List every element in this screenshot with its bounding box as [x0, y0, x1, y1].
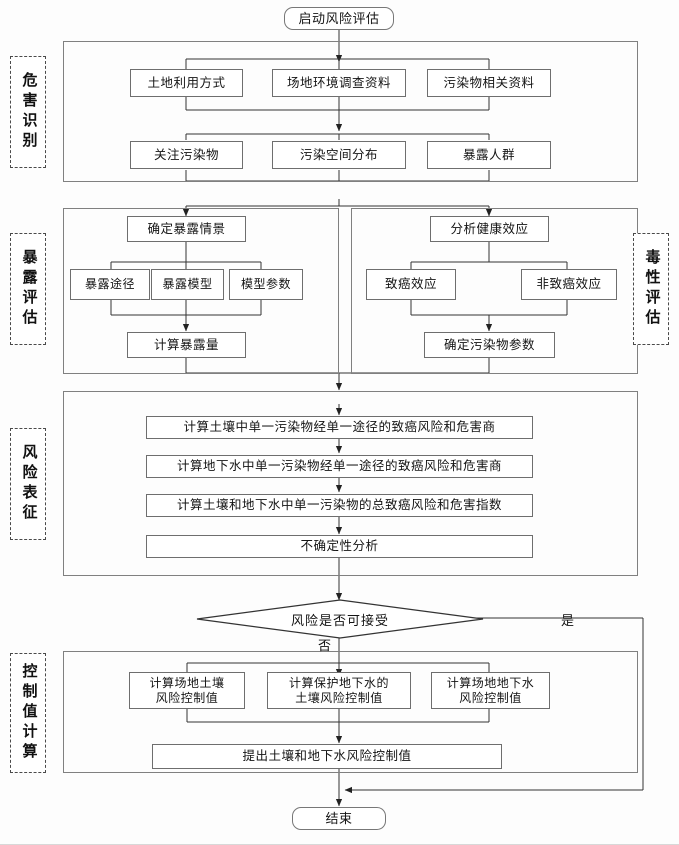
risk-box-total-risk[interactable]: 计算土壤和地下水中单一污染物的总致癌风险和危害指数	[146, 494, 533, 517]
stage-tag-toxicity: 毒性评估	[633, 233, 669, 345]
exposure-box-model-params-label: 模型参数	[240, 277, 291, 292]
end-node[interactable]: 结束	[292, 807, 386, 830]
control-box-propose-values-label: 提出土壤和地下水风险控制值	[242, 749, 412, 764]
stage-tag-toxicity-label: 毒性评估	[643, 249, 660, 329]
risk-box-groundwater-single-label: 计算地下水中单一污染物经单一途径的致癌风险和危害商	[176, 459, 502, 474]
toxicity-box-non-carcinogenic-label: 非致癌效应	[536, 277, 602, 292]
stage-tag-control: 控制值计算	[10, 653, 46, 773]
risk-stage-frame	[63, 391, 638, 576]
control-box-protect-groundwater-label: 计算保护地下水的土壤风险控制值	[288, 676, 389, 705]
exposure-box-scenario[interactable]: 确定暴露情景	[127, 216, 246, 242]
hazard-box-pollutant-data[interactable]: 污染物相关资料	[427, 69, 551, 97]
decision-branch-yes-label: 是	[561, 613, 576, 628]
control-box-site-groundwater[interactable]: 计算场地地下水风险控制值	[431, 672, 550, 709]
start-node-label: 启动风险评估	[298, 10, 380, 26]
end-node-label: 结束	[325, 810, 353, 826]
exposure-box-model[interactable]: 暴露模型	[151, 269, 224, 300]
exposure-box-pathway-label: 暴露途径	[84, 277, 135, 292]
stage-tag-control-label: 控制值计算	[20, 663, 37, 763]
risk-box-uncertainty-label: 不确定性分析	[300, 539, 379, 554]
toxicity-box-pollutant-params-label: 确定污染物参数	[443, 337, 535, 352]
start-node[interactable]: 启动风险评估	[284, 7, 394, 30]
control-stage-frame	[63, 651, 638, 773]
decision-risk-acceptable-label: 风险是否可接受	[290, 612, 389, 628]
exposure-box-pathway[interactable]: 暴露途径	[70, 269, 150, 300]
hazard-box-exposed-population-label: 暴露人群	[462, 147, 515, 162]
exposure-box-calculate-dose[interactable]: 计算暴露量	[127, 332, 246, 358]
hazard-box-exposed-population[interactable]: 暴露人群	[427, 141, 551, 169]
stage-tag-risk-label: 风险表征	[20, 444, 37, 524]
hazard-box-target-pollutant-label: 关注污染物	[153, 147, 219, 162]
decision-risk-acceptable[interactable]: 风险是否可接受	[196, 599, 484, 639]
risk-box-uncertainty[interactable]: 不确定性分析	[146, 535, 533, 558]
risk-box-groundwater-single[interactable]: 计算地下水中单一污染物经单一途径的致癌风险和危害商	[146, 455, 533, 478]
stage-tag-risk: 风险表征	[10, 428, 46, 540]
hazard-box-land-use-label: 土地利用方式	[147, 75, 226, 90]
toxicity-box-carcinogenic-label: 致癌效应	[384, 277, 437, 292]
risk-box-soil-single-label: 计算土壤中单一污染物经单一途径的致癌风险和危害商	[183, 420, 496, 435]
decision-branch-no-label: 否	[318, 638, 333, 653]
control-box-propose-values[interactable]: 提出土壤和地下水风险控制值	[152, 744, 502, 769]
exposure-box-calculate-dose-label: 计算暴露量	[153, 337, 219, 352]
exposure-box-model-label: 暴露模型	[162, 277, 213, 292]
hazard-box-site-survey-label: 场地环境调查资料	[286, 75, 391, 90]
stage-tag-exposure-label: 暴露评估	[20, 249, 37, 329]
exposure-box-scenario-label: 确定暴露情景	[147, 221, 226, 236]
control-box-site-groundwater-label: 计算场地地下水风险控制值	[446, 676, 535, 705]
stage-tag-hazard: 危害识别	[10, 56, 46, 168]
control-box-site-soil-label: 计算场地土壤风险控制值	[149, 676, 225, 705]
control-box-site-soil[interactable]: 计算场地土壤风险控制值	[129, 672, 245, 709]
hazard-box-pollutant-data-label: 污染物相关资料	[443, 75, 535, 90]
stage-tag-hazard-label: 危害识别	[20, 72, 37, 152]
toxicity-box-health-effects[interactable]: 分析健康效应	[430, 216, 549, 242]
risk-box-total-risk-label: 计算土壤和地下水中单一污染物的总致癌风险和危害指数	[176, 498, 502, 513]
toxicity-box-carcinogenic[interactable]: 致癌效应	[366, 269, 456, 300]
hazard-box-spatial-distribution-label: 污染空间分布	[299, 147, 378, 162]
decision-diamond-shape	[196, 599, 484, 639]
toxicity-box-non-carcinogenic[interactable]: 非致癌效应	[521, 269, 617, 300]
toxicity-box-pollutant-params[interactable]: 确定污染物参数	[424, 332, 555, 358]
hazard-box-spatial-distribution[interactable]: 污染空间分布	[272, 141, 406, 169]
exposure-box-model-params[interactable]: 模型参数	[229, 269, 303, 300]
hazard-box-target-pollutant[interactable]: 关注污染物	[130, 141, 243, 169]
risk-box-soil-single[interactable]: 计算土壤中单一污染物经单一途径的致癌风险和危害商	[146, 416, 533, 439]
toxicity-box-health-effects-label: 分析健康效应	[450, 221, 529, 236]
hazard-box-land-use[interactable]: 土地利用方式	[130, 69, 243, 97]
stage-tag-exposure: 暴露评估	[10, 233, 46, 345]
hazard-box-site-survey[interactable]: 场地环境调查资料	[272, 69, 406, 97]
control-box-protect-groundwater[interactable]: 计算保护地下水的土壤风险控制值	[267, 672, 411, 709]
